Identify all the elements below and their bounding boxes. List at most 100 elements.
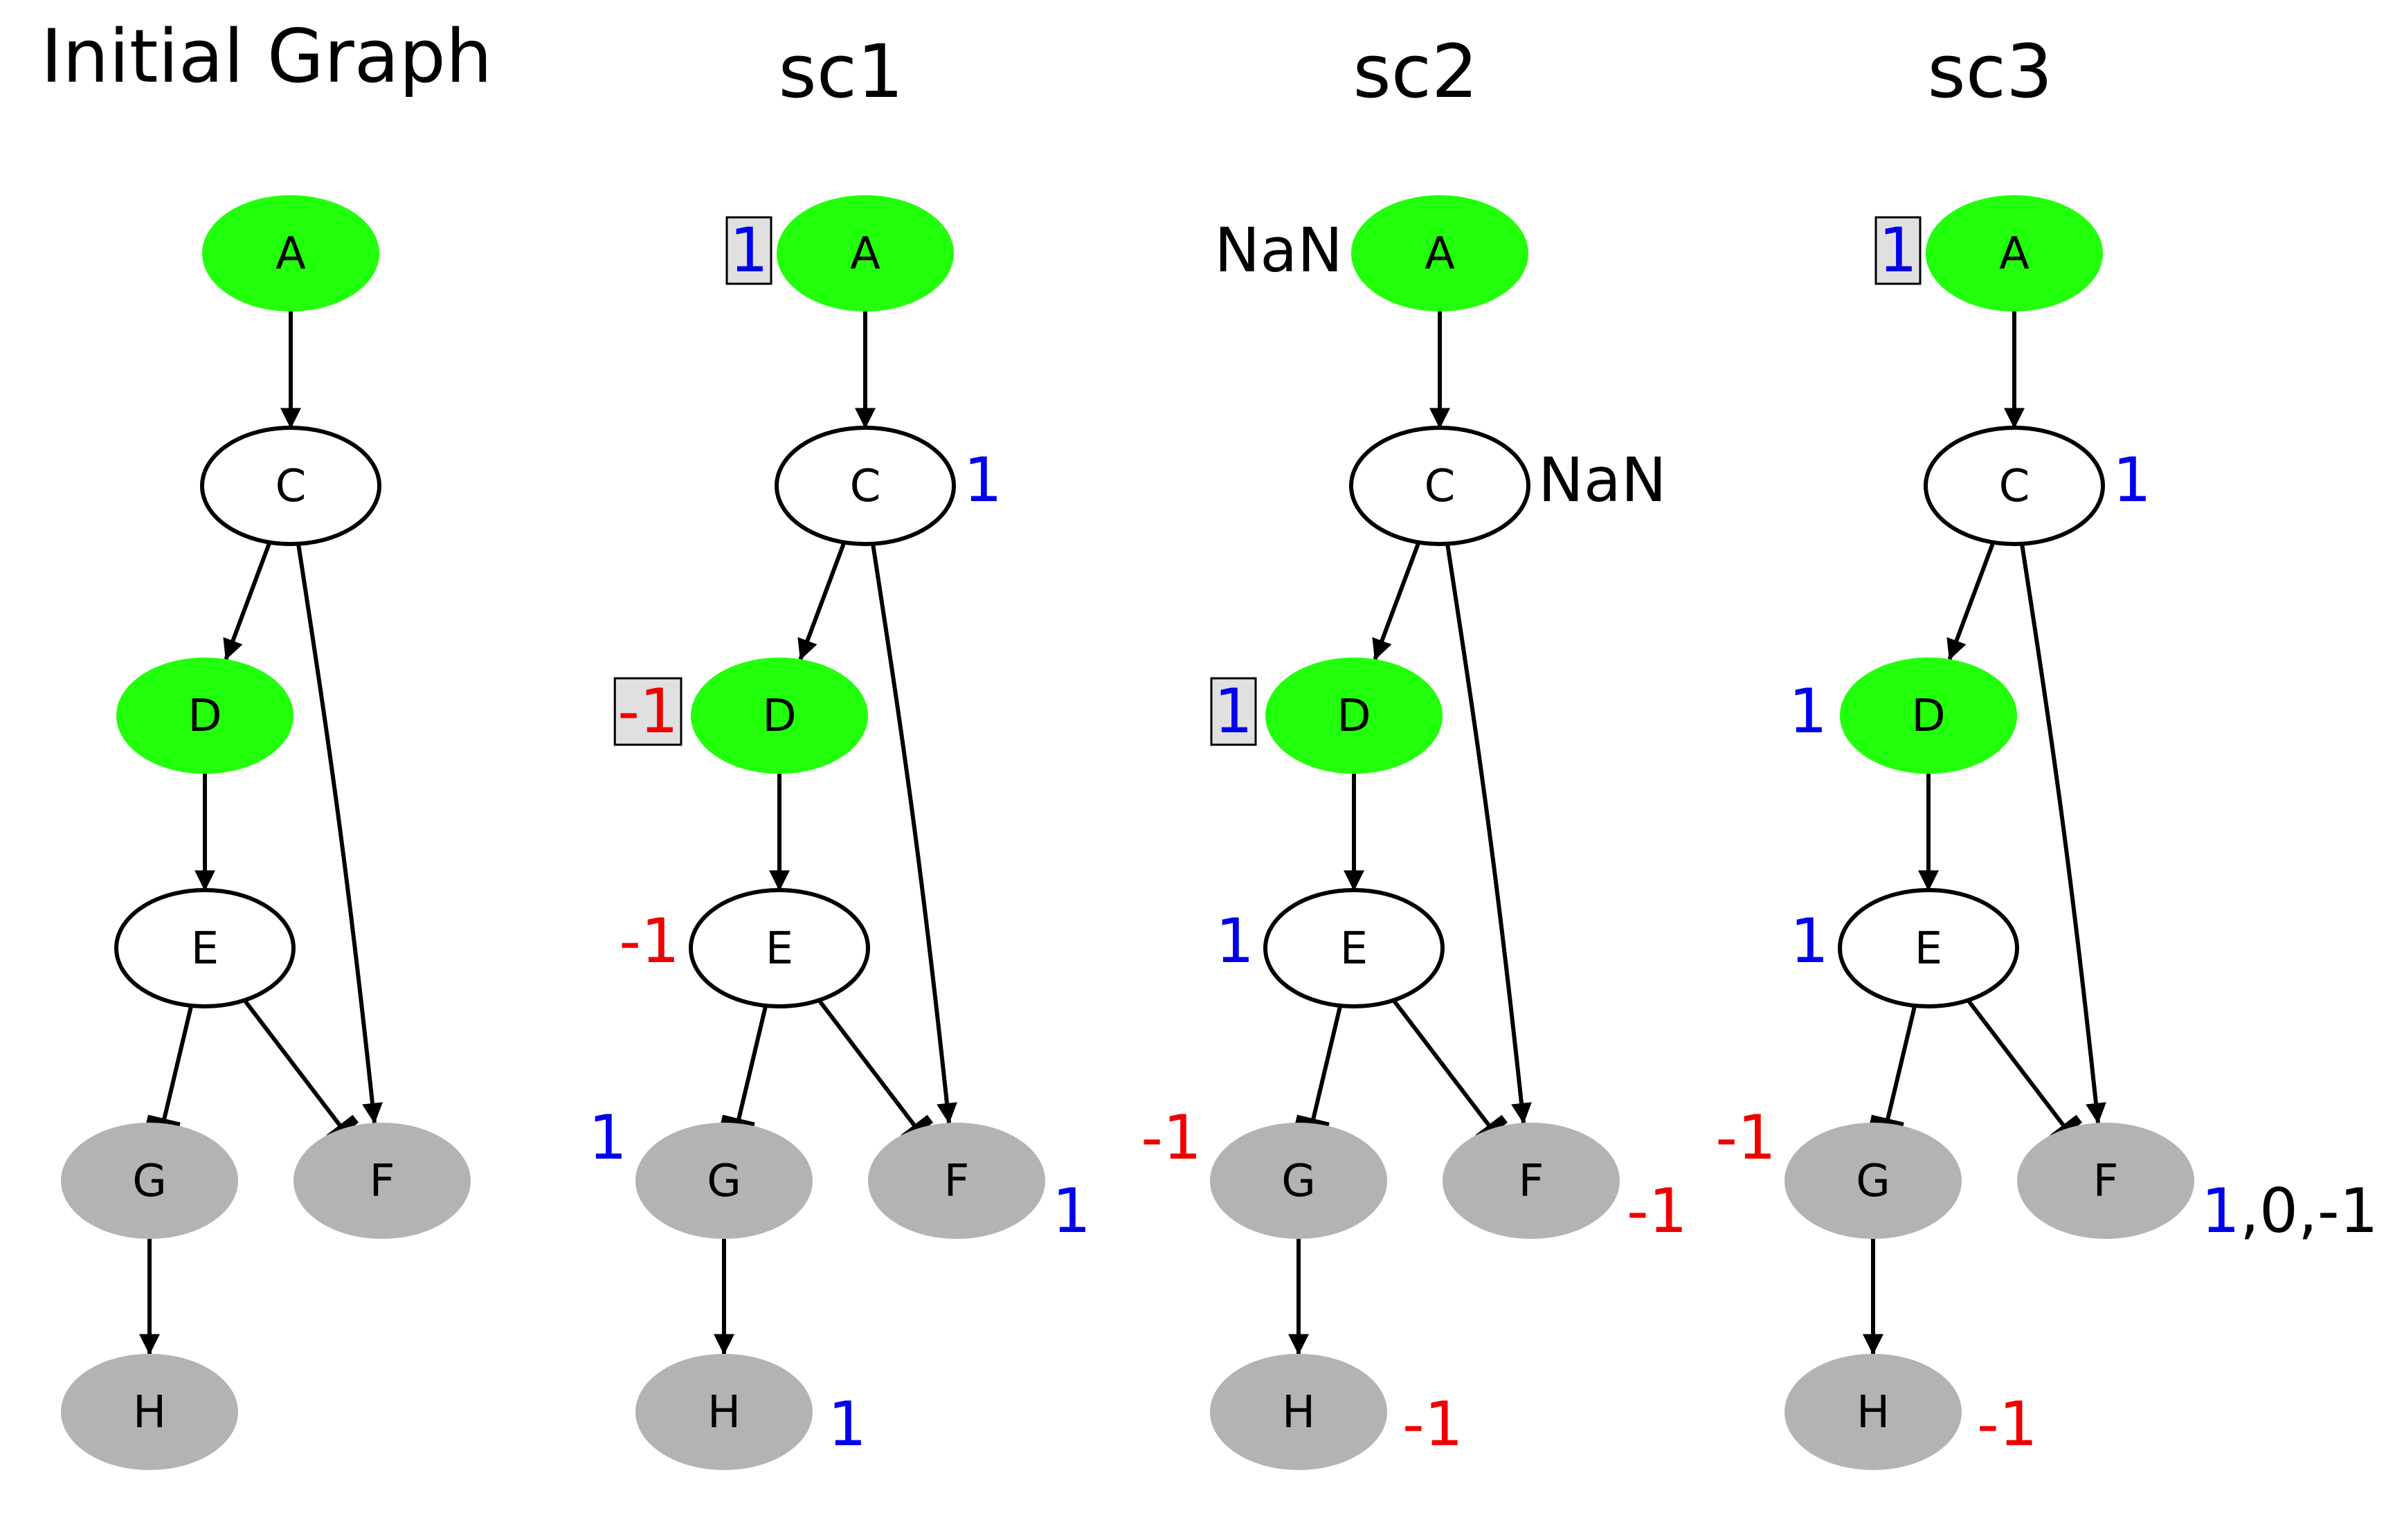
node-label: F	[370, 1156, 395, 1207]
node-c: C	[1349, 426, 1530, 546]
node-label: E	[766, 923, 793, 975]
node-shape	[1926, 195, 2103, 311]
edge-E-G	[161, 1005, 194, 1124]
annotation-value: NaN	[1214, 215, 1343, 286]
node-h: H	[635, 1354, 813, 1470]
edge-E-F	[242, 999, 345, 1130]
node-e: E	[1263, 888, 1445, 1008]
node-shape	[61, 1354, 238, 1470]
node-shape	[1924, 426, 2105, 546]
annotation-d: 1	[1789, 676, 1827, 747]
node-shape	[775, 426, 956, 546]
node-f: F	[1443, 1123, 1620, 1239]
node-label: H	[1282, 1387, 1315, 1438]
annotation-h: -1	[1402, 1388, 1463, 1460]
node-shape	[1443, 1123, 1620, 1239]
node-shape	[116, 658, 293, 774]
node-label: H	[1856, 1387, 1890, 1438]
annotation-h: 1	[828, 1388, 867, 1460]
node-label: E	[191, 923, 219, 975]
node-e: E	[689, 888, 870, 1008]
node-shape	[114, 888, 296, 1008]
node-a: A	[777, 195, 954, 311]
fixed-value-box	[1210, 677, 1257, 746]
node-shape	[1210, 1354, 1387, 1470]
node-e: E	[114, 888, 296, 1008]
annotation-value: ,0,-1	[2240, 1175, 2378, 1247]
edge-C-D	[797, 541, 847, 660]
annotation-a: NaN	[1214, 215, 1343, 286]
annotation-value: -1	[1402, 1388, 1463, 1460]
annotation-h: -1	[1977, 1388, 2038, 1460]
fixed-value-box	[1874, 216, 1922, 285]
annotation-value: NaN	[1538, 444, 1667, 516]
node-a: A	[202, 195, 379, 311]
annotation-value: 1	[828, 1388, 867, 1460]
node-shape	[691, 658, 868, 774]
annotation-value: -1	[1977, 1388, 2038, 1460]
annotation-value: 1	[1214, 676, 1253, 747]
annotation-g: 1	[588, 1102, 627, 1173]
node-g: G	[635, 1123, 813, 1239]
node-c: C	[200, 426, 381, 546]
panel-title: sc1	[779, 29, 904, 114]
node-h: H	[61, 1354, 238, 1470]
annotation-value: -1	[619, 905, 680, 977]
edge-E-G	[1310, 1005, 1343, 1124]
node-h: H	[1210, 1354, 1387, 1470]
node-label: F	[1519, 1156, 1544, 1207]
node-label: D	[762, 691, 796, 742]
annotation-e: 1	[1790, 905, 1829, 977]
node-d: D	[691, 658, 868, 774]
node-shape	[293, 1123, 471, 1239]
edge-C-F	[1445, 543, 1532, 1124]
annotation-d: -1	[617, 676, 678, 747]
node-shape	[2017, 1123, 2194, 1239]
node-g: G	[1210, 1123, 1387, 1239]
annotation-g: -1	[1141, 1102, 1202, 1173]
annotation-c: NaN	[1538, 444, 1667, 516]
node-shape	[1840, 658, 2017, 774]
annotation-value: 1	[1215, 905, 1254, 977]
annotation-value: 1	[1789, 676, 1827, 747]
node-label: C	[1999, 461, 2030, 512]
node-shape	[1784, 1123, 1962, 1239]
node-label: A	[850, 228, 880, 280]
node-a: A	[1926, 195, 2103, 311]
annotation-value: 1	[588, 1102, 627, 1173]
node-e: E	[1838, 888, 2019, 1008]
edge-E-G	[1884, 1005, 1917, 1124]
node-shape	[868, 1123, 1045, 1239]
annotation-value: -1	[1627, 1175, 1688, 1247]
node-label: F	[944, 1156, 970, 1207]
node-label: E	[1340, 923, 1368, 975]
node-label: C	[1425, 461, 1456, 512]
node-shape	[635, 1123, 813, 1239]
node-label: G	[707, 1156, 741, 1207]
annotation-value: 1	[730, 215, 768, 286]
node-label: A	[1999, 228, 2030, 280]
edge-E-F	[817, 999, 919, 1130]
node-label: E	[1915, 923, 1942, 975]
edge-C-F	[871, 543, 957, 1124]
node-c: C	[1924, 426, 2105, 546]
panel-title: Initial Graph	[41, 14, 492, 99]
node-label: C	[850, 461, 881, 512]
edge-E-F	[1391, 999, 1494, 1130]
annotation-e: 1	[1215, 905, 1254, 977]
annotation-c: 1	[964, 444, 1002, 516]
node-c: C	[775, 426, 956, 546]
node-d: D	[1265, 658, 1443, 774]
annotation-c: 1	[2113, 444, 2151, 516]
edge-E-F	[1966, 999, 2068, 1130]
node-label: D	[188, 691, 222, 742]
annotation-value: 1	[964, 444, 1002, 516]
node-label: G	[132, 1156, 167, 1207]
annotation-f: 1,0,-1	[2201, 1175, 2378, 1247]
node-shape	[1838, 888, 2019, 1008]
node-f: F	[2017, 1123, 2194, 1239]
